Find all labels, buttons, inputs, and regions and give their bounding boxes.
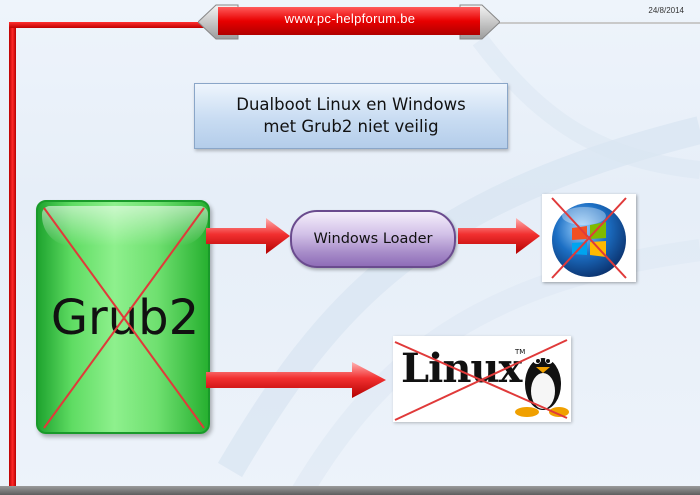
cross-icon: [394, 339, 568, 421]
windows-loader-node: Windows Loader: [290, 210, 456, 268]
date-label: 24/8/2014: [648, 6, 684, 15]
linux-logo-box: Linux TM: [393, 336, 571, 422]
linux-trademark: TM: [515, 348, 526, 356]
site-banner: [198, 4, 500, 40]
site-url[interactable]: www.pc-helpforum.be: [284, 11, 416, 26]
arrow-right-icon: [458, 218, 540, 254]
cross-icon: [43, 207, 205, 429]
title-line-1: Dualboot Linux en Windows: [236, 95, 466, 114]
arrow-right-icon: [206, 218, 290, 254]
frame-top-line: [484, 22, 700, 24]
arrow-right-icon: [206, 362, 386, 398]
windows-logo-box: [542, 194, 636, 282]
windows-logo-icon: [551, 197, 627, 279]
bottom-bar: [0, 486, 700, 495]
title-box: Dualboot Linux en Windows met Grub2 niet…: [194, 83, 508, 149]
grub-box: Grub2: [36, 200, 210, 434]
windows-loader-label: Windows Loader: [313, 231, 433, 247]
frame-left-bar: [9, 22, 16, 487]
frame-top-bar: [9, 22, 215, 28]
title-line-2: met Grub2 niet veilig: [263, 117, 439, 136]
tux-penguin-icon: [515, 356, 569, 417]
